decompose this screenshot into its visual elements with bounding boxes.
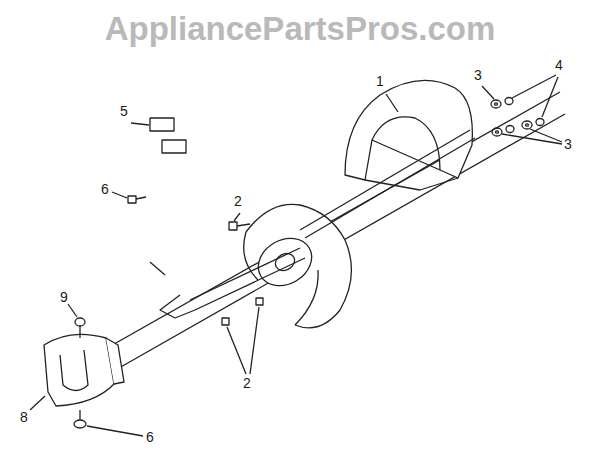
callout-number: 3	[564, 137, 572, 151]
callout-number: 6	[146, 430, 154, 444]
callout-number: 8	[20, 410, 28, 424]
callout-number: 5	[120, 104, 128, 118]
callout-number: 3	[474, 68, 482, 82]
callout-number: 9	[60, 290, 68, 304]
callout-number: 2	[234, 194, 242, 208]
callout-number: 6	[101, 182, 109, 196]
watermark: AppliancePartsPros.com	[105, 12, 496, 45]
callout-number: 2	[243, 376, 251, 390]
callout-number: 4	[555, 58, 563, 72]
callout-number: 1	[376, 74, 384, 88]
